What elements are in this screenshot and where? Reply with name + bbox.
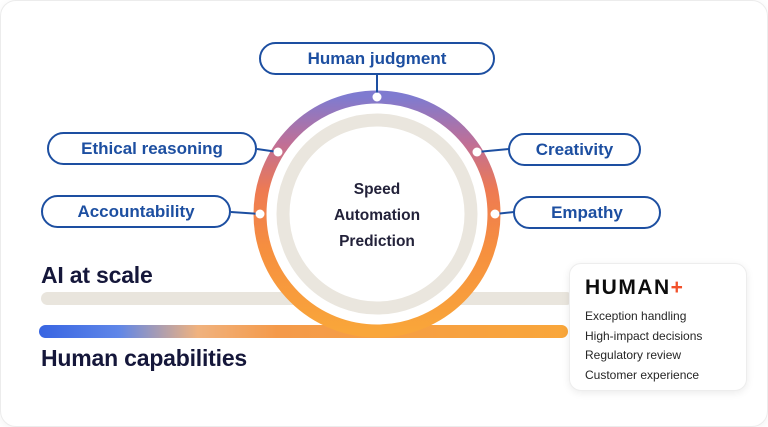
center-label-automation: Automation <box>333 207 421 224</box>
pill-ethical-reasoning: Ethical reasoning <box>47 132 257 165</box>
human-plus-items: Exception handling High-impact decisions… <box>585 307 731 385</box>
pill-empathy: Empathy <box>513 196 661 229</box>
connector-accountability <box>230 211 261 215</box>
center-label-speed: Speed <box>353 181 401 198</box>
anchor-dot-left-upper <box>273 147 283 157</box>
anchor-dot-right-upper <box>472 147 482 157</box>
loop-inner-ring <box>276 113 478 315</box>
capability-item-regulatory-review: Regulatory review <box>585 348 682 362</box>
ai-at-scale-label: AI at scale <box>41 262 153 288</box>
loop-center-labels: Speed Automation Prediction <box>297 177 457 255</box>
capability-item-high-impact-decisions: High-impact decisions <box>585 328 703 343</box>
center-label-prediction: Prediction <box>339 233 415 250</box>
pill-accountability: Accountability <box>41 195 231 228</box>
anchor-dot-left <box>255 209 265 219</box>
human-plus-card: HUMAN+ Exception handling High-impact de… <box>569 263 747 391</box>
human-plus-brand: HUMAN <box>585 276 671 299</box>
capability-item-customer-experience: Customer experience <box>585 367 700 382</box>
human-capabilities-label: Human capabilities <box>41 345 248 371</box>
capability-item-exception-handling: Exception handling <box>585 309 687 323</box>
anchor-dot-top <box>372 92 382 102</box>
pill-human-judgment: Human judgment <box>259 42 495 75</box>
pill-creativity: Creativity <box>508 133 641 166</box>
anchor-dots <box>255 92 500 219</box>
human-plus-logo: HUMAN+ <box>585 276 731 300</box>
human-capabilities-bar <box>39 325 568 338</box>
anchor-dot-right <box>490 209 500 219</box>
plus-sign: + <box>670 276 685 299</box>
connector-creativity <box>476 148 510 153</box>
